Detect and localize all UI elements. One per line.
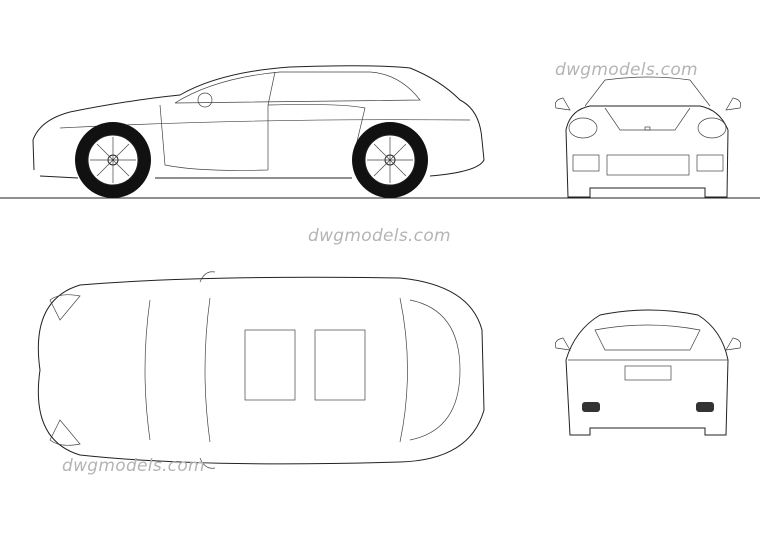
top-view — [37, 271, 485, 469]
sunroof-front — [244, 329, 296, 401]
top-body-outline — [37, 276, 485, 465]
front-badge — [644, 126, 651, 131]
front-mirrors — [554, 97, 742, 111]
top-roof-lines — [144, 297, 408, 443]
side-mirror — [197, 92, 213, 108]
rear-view — [554, 309, 742, 436]
watermark-bottom-left: dwgmodels.com — [62, 456, 205, 476]
headlight-left — [568, 117, 598, 139]
front-view — [554, 76, 742, 198]
headlight-right — [697, 117, 727, 139]
watermark-top-right: dwgmodels.com — [555, 60, 698, 80]
sunroof-rear — [314, 329, 366, 401]
rear-window — [594, 324, 701, 351]
rear-body-outline — [565, 309, 729, 436]
front-windshield — [584, 76, 711, 107]
front-grille — [606, 154, 690, 176]
wheel-spokes — [90, 137, 413, 183]
fog-light-right — [696, 154, 724, 172]
watermark-center: dwgmodels.com — [308, 226, 451, 246]
side-door-lines — [159, 71, 366, 171]
license-plate — [624, 365, 672, 381]
top-headlights — [49, 294, 81, 446]
exhaust-left — [582, 402, 600, 412]
side-body-outline — [32, 65, 485, 179]
front-body-outline — [565, 105, 729, 198]
exhaust-right — [696, 402, 714, 412]
side-window-line — [174, 71, 421, 104]
rear-hatch — [409, 299, 461, 441]
rear-mirrors — [554, 337, 742, 351]
fog-light-left — [572, 154, 600, 172]
top-mirrors — [199, 271, 216, 469]
side-view — [32, 65, 485, 198]
